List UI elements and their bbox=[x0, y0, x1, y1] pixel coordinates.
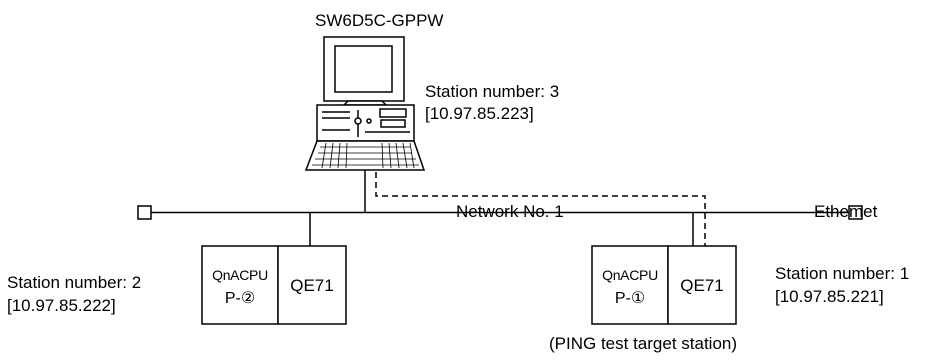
station-left-module-label: QE71 bbox=[290, 276, 334, 295]
ethernet-label: Ethemet bbox=[814, 202, 878, 221]
station-right-cpu-box bbox=[591, 245, 669, 325]
pc-ip-label: [10.97.85.223] bbox=[425, 104, 534, 123]
station-right-ip-label: [10.97.85.221] bbox=[775, 287, 884, 306]
station-left-unit bbox=[201, 212, 347, 325]
station-right-unit bbox=[591, 212, 737, 325]
ethernet-bus bbox=[137, 205, 863, 220]
station-left-module-box bbox=[277, 245, 347, 325]
right-terminator bbox=[848, 205, 863, 220]
station-right-number-label: Station number: 1 bbox=[775, 264, 910, 283]
station-right-module-label: QE71 bbox=[680, 276, 724, 295]
station-left-cpu-name: QnACPU bbox=[212, 267, 268, 283]
monitor-screen bbox=[334, 45, 393, 93]
network-name-label: Network No. 1 bbox=[456, 202, 564, 221]
station-right-cpu-name: QnACPU bbox=[602, 267, 658, 283]
station-left-cpu-number: P-② bbox=[224, 290, 256, 307]
keyboard bbox=[304, 140, 426, 171]
station-right-cpu-number: P-① bbox=[614, 290, 646, 307]
station-left-cpu-box bbox=[201, 245, 279, 325]
station-left-number-label: Station number: 2 bbox=[7, 273, 142, 292]
left-terminator bbox=[137, 205, 152, 220]
computer-icon bbox=[304, 36, 426, 171]
pc-station-label: Station number: 3 bbox=[425, 82, 560, 101]
pc-software-label: SW6D5C-GPPW bbox=[315, 11, 444, 30]
ping-target-note: (PING test target station) bbox=[549, 334, 738, 353]
ping-dashed-line bbox=[375, 172, 706, 249]
station-right-module-box bbox=[667, 245, 737, 325]
station-left-ip-label: [10.97.85.222] bbox=[7, 296, 116, 315]
